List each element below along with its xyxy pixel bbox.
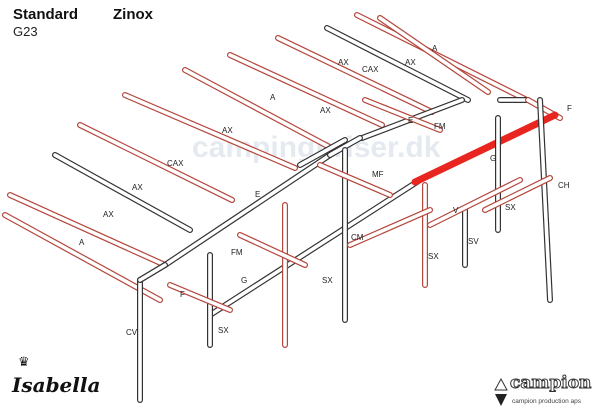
part-label-fm: FM [434, 122, 446, 131]
frame-pole [324, 25, 471, 103]
part-label-sx: SX [505, 203, 516, 212]
frame-pole [377, 15, 491, 95]
part-label-cax: CAX [362, 65, 379, 74]
frame-pole [227, 52, 385, 128]
part-label-cm: CM [351, 233, 364, 242]
frame-pole [537, 97, 553, 303]
part-label-sx: SX [428, 252, 439, 261]
frame-pole [52, 152, 193, 233]
part-label-g: G [241, 276, 248, 285]
part-label-v: V [453, 206, 459, 215]
campion-logo: campion [509, 373, 592, 393]
part-label-ax: AX [338, 58, 349, 67]
part-label-cax: CAX [167, 159, 184, 168]
frame-pole [327, 135, 363, 158]
frame-pole [482, 175, 553, 213]
crown-logo-icon: ♛ [18, 354, 30, 369]
variant-title: Zinox [113, 6, 153, 23]
part-label-fm: FM [231, 248, 243, 257]
part-label-e: E [408, 116, 414, 125]
part-label-f: F [567, 104, 572, 113]
part-label-ax: AX [405, 58, 416, 67]
frame-pole [362, 97, 443, 133]
part-label-a: A [79, 238, 85, 247]
part-label-a: A [270, 93, 276, 102]
part-label-cv: CV [126, 328, 138, 337]
frame-pole [347, 207, 433, 248]
part-label-sv: SV [468, 237, 479, 246]
frame-pole [7, 192, 168, 268]
frame-pole [122, 92, 298, 171]
frame-pole [77, 122, 235, 203]
size-label: G23 [13, 24, 38, 39]
part-label-ax: AX [103, 210, 114, 219]
isabella-logo: Isabella [12, 373, 101, 397]
frame-pole [167, 282, 233, 313]
model-title: Standard [13, 6, 79, 23]
part-label-mf: MF [372, 170, 384, 179]
part-label-e: E [255, 190, 261, 199]
part-label-a: A [432, 44, 438, 53]
part-label-f: F [180, 290, 185, 299]
frame-pole [207, 177, 423, 318]
frame-pole [137, 262, 168, 283]
frame-pole [297, 137, 348, 168]
part-label-ax: AX [132, 183, 143, 192]
frame-pole [317, 162, 393, 198]
part-label-sx: SX [322, 276, 333, 285]
frame-pole [237, 232, 308, 268]
part-label-g: G [490, 154, 497, 163]
part-label-ch: CH [558, 181, 570, 190]
frame-pole [275, 35, 435, 115]
frame-pole [2, 212, 163, 303]
frame-pole [182, 67, 338, 153]
campion-tagline: campion production aps [512, 398, 582, 405]
part-label-sx: SX [218, 326, 229, 335]
frame-pole [427, 177, 523, 228]
campion-logo-icon [494, 378, 508, 406]
part-label-ax: AX [320, 106, 331, 115]
frame-pole [162, 152, 333, 268]
part-label-ax: AX [222, 126, 233, 135]
highlighted-pole-g [411, 111, 559, 186]
